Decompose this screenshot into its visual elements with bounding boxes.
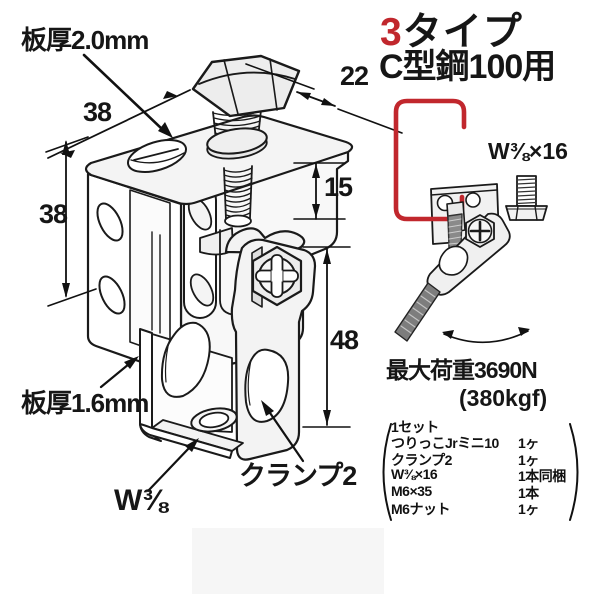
background-shading [192,528,384,594]
product-type-title: 3タイプ [380,13,523,52]
w38-bolt-illustration [505,175,548,221]
parts-list-parens [382,423,579,521]
leader-clamp2 [261,400,305,463]
product-subtitle: C型鋼100用 [379,48,556,86]
label-plate-thickness-top: 板厚2.0mm [21,25,149,55]
swing-arc-arrow [442,327,530,344]
dimension-38-left [45,136,97,307]
parts-list-item: W⅜×16 1本同梱 [391,466,566,485]
phillips-cross-icon [255,254,299,298]
lower-bracket-interior [151,321,233,433]
label-dim-38-top: 38 [83,97,112,127]
label-max-load-kgf: (380kgf) [459,385,548,411]
plate-hole [127,138,187,174]
label-clamp2: クランプ2 [239,461,357,491]
hex-bolt-head [191,54,301,118]
leader-plate-thickness-top [82,53,173,138]
mini-phillips-screw [465,214,495,248]
parts-list-header: 1セット [391,419,439,435]
mini-threaded-rod [394,282,441,342]
parts-list-item: クランプ2 1ヶ [391,451,539,468]
type-number: 3 [380,11,403,54]
dimension-15 [293,162,346,220]
hanger-top-plate [84,114,354,206]
left-paren [382,423,392,521]
label-bolt-spec: W⅜×16 [488,138,568,164]
label-dim-48: 48 [330,325,359,355]
bracket-teardrop-hole-back [160,321,211,398]
label-w38: W⅜ [114,484,168,517]
label-dim-22: 22 [340,61,369,91]
label-dim-38-left: 38 [39,199,68,229]
arm-teardrop-hole [244,348,290,423]
label-dim-15: 15 [324,172,353,202]
label-max-load: 最大荷重3690N [386,357,538,383]
installation-illustration [382,98,579,521]
type-suffix: タイプ [402,11,523,54]
hanger-body-front-face [86,172,183,378]
parts-list: 1セット つりっこJrミニ10 1ヶ クランプ2 1ヶ W⅜×16 1本同梱 M… [391,417,569,517]
parts-list-item: M6×35 1本 [391,482,539,501]
mini-jaw [446,201,466,249]
lower-bracket [139,328,244,459]
leader-w38 [146,438,199,493]
swing-clamp-arm [224,227,317,461]
hex-bolt [191,54,301,160]
dimension-lines [45,63,403,428]
right-paren [569,423,579,521]
label-plate-thickness-bottom: 板厚1.6mm [21,388,149,418]
main-clamp-drawing [84,54,354,461]
leader-lines [82,53,305,493]
parts-list-item: つりっこJrミニ10 1ヶ [391,435,539,452]
leader-plate-thickness-bottom [99,356,139,389]
dimension-48 [302,246,351,428]
parts-list-item: M6ナット 1ヶ [391,500,539,517]
dimension-22 [245,63,403,134]
